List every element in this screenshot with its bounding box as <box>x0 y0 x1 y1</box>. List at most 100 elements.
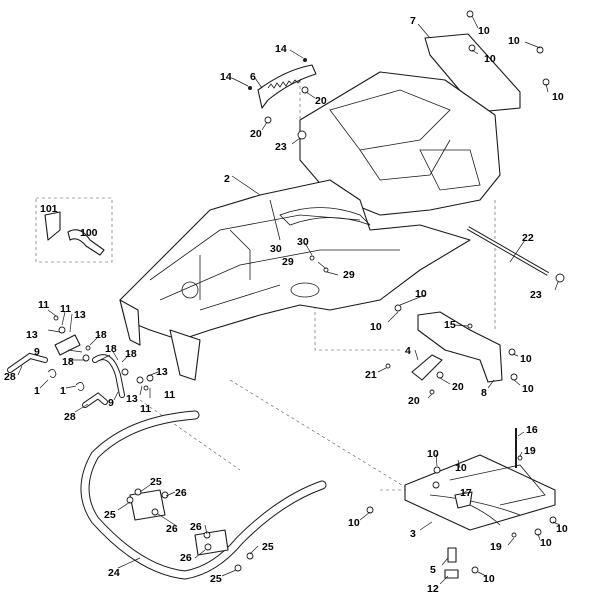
callout-25: 25 <box>262 541 274 553</box>
callout-10: 10 <box>540 537 552 549</box>
part-17-bracket <box>454 491 473 509</box>
chassis-hole <box>181 281 199 299</box>
front-bracket-right <box>169 329 201 381</box>
callout-23: 23 <box>275 141 287 153</box>
callout-1: 1 <box>34 385 40 397</box>
leader-lines <box>17 15 561 585</box>
callout-4: 4 <box>405 345 411 357</box>
callout-10: 10 <box>427 448 439 460</box>
callout-2: 2 <box>224 173 230 185</box>
part-28-grip-left-inner <box>8 353 47 372</box>
part-9-lever-right-inner <box>93 355 124 397</box>
part-5-bushing <box>447 547 457 563</box>
chassis-inner-rails <box>149 199 400 311</box>
callout-101: 101 <box>40 203 58 215</box>
callout-3: 3 <box>410 528 416 540</box>
callout-10: 10 <box>348 517 360 529</box>
callout-10: 10 <box>455 462 467 474</box>
callout-19: 19 <box>524 445 536 457</box>
callout-14: 14 <box>220 71 232 83</box>
callout-30: 30 <box>270 243 282 255</box>
chassis-cross-member <box>279 207 371 226</box>
part-101-bracket <box>44 211 61 241</box>
callout-17: 17 <box>460 487 472 499</box>
part-28-grip-right-inner <box>83 393 107 407</box>
callout-9: 9 <box>108 397 114 409</box>
callout-14: 14 <box>275 43 287 55</box>
callout-1: 1 <box>60 385 66 397</box>
callout-26: 26 <box>180 552 192 564</box>
callout-13: 13 <box>156 366 168 378</box>
callout-19: 19 <box>490 541 502 553</box>
callout-26: 26 <box>166 523 178 535</box>
part-9-bracket-left <box>54 334 81 356</box>
callout-25: 25 <box>210 573 222 585</box>
callout-10: 10 <box>478 25 490 37</box>
part-12-cap <box>444 569 459 579</box>
callout-26: 26 <box>190 521 202 533</box>
callout-18: 18 <box>62 356 74 368</box>
callout-9: 9 <box>34 346 40 358</box>
callout-20: 20 <box>408 395 420 407</box>
callout-20: 20 <box>250 128 262 140</box>
callout-23: 23 <box>530 289 542 301</box>
callout-20: 20 <box>315 95 327 107</box>
callout-10: 10 <box>370 321 382 333</box>
part-1-clip-right <box>75 382 85 391</box>
part-24-bumper-inner <box>81 411 326 579</box>
callout-18: 18 <box>125 348 137 360</box>
callout-11: 11 <box>140 403 151 415</box>
callout-5: 5 <box>430 564 436 576</box>
callout-22: 22 <box>522 232 534 244</box>
callout-13: 13 <box>26 329 38 341</box>
rear-body-details <box>329 89 481 191</box>
part-1-clip-left <box>47 369 57 378</box>
callout-12: 12 <box>427 583 439 595</box>
part-3-plate <box>404 454 556 531</box>
callout-10: 10 <box>415 288 427 300</box>
callout-18: 18 <box>105 343 117 355</box>
callout-10: 10 <box>483 573 495 585</box>
callout-24: 24 <box>108 567 120 579</box>
callout-26: 26 <box>175 487 187 499</box>
callout-labels: 7 10 10 10 10 14 14 6 20 20 23 2 101 100… <box>4 15 568 595</box>
part-4-arm <box>411 354 443 381</box>
callout-6: 6 <box>250 71 256 83</box>
callout-25: 25 <box>104 509 116 521</box>
front-bracket-left <box>119 299 141 346</box>
callout-20: 20 <box>452 381 464 393</box>
callout-29: 29 <box>282 256 294 268</box>
callout-100: 100 <box>80 227 98 239</box>
part-8-side-plate <box>417 311 503 383</box>
callout-25: 25 <box>150 476 162 488</box>
part-6-sector <box>257 64 317 109</box>
bumper-mount-plate-right <box>194 529 229 556</box>
callout-10: 10 <box>520 353 532 365</box>
inset-box <box>35 197 113 263</box>
callout-15: 15 <box>444 319 456 331</box>
callout-10: 10 <box>556 523 568 535</box>
callout-8: 8 <box>481 387 487 399</box>
callout-30: 30 <box>297 236 309 248</box>
reference-line <box>139 80 496 491</box>
part-100-handle <box>67 229 105 256</box>
callout-29: 29 <box>343 269 355 281</box>
callout-11: 11 <box>38 299 49 311</box>
callout-28: 28 <box>4 371 16 383</box>
callout-7: 7 <box>410 15 416 27</box>
callout-10: 10 <box>508 35 520 47</box>
callout-13: 13 <box>126 393 138 405</box>
part-3-details <box>429 464 546 526</box>
callout-11: 11 <box>164 389 175 401</box>
part-6-teeth <box>267 78 302 89</box>
callout-11: 11 <box>60 303 71 315</box>
callout-21: 21 <box>365 369 377 381</box>
callout-18: 18 <box>95 329 107 341</box>
callout-10: 10 <box>484 53 496 65</box>
callout-10: 10 <box>552 91 564 103</box>
callout-10: 10 <box>522 383 534 395</box>
callout-16: 16 <box>526 424 538 436</box>
part-22-rod-inner <box>467 227 549 275</box>
